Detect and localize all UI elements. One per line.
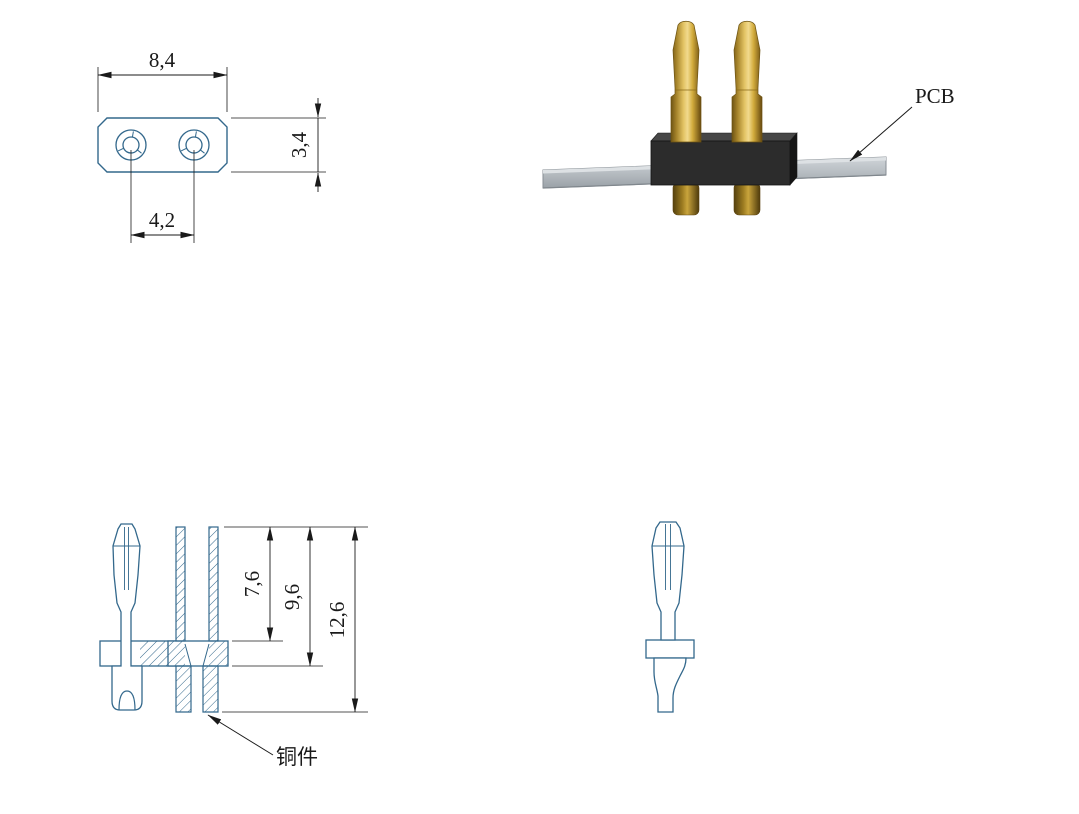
pin-slot-lines [665,524,671,590]
pogo-pin-left [670,20,702,143]
pin-tail-right [733,182,761,216]
copper-callout: 铜件 [207,714,318,769]
barrel-wall-right [208,526,219,642]
section-view: 7,6 9,6 12,6 铜件 [99,523,368,769]
pcb-label: PCB [915,84,955,108]
tail-arch [118,690,136,711]
connector-body-outline [97,117,228,173]
top-view: 8,4 3,4 4,2 [97,48,326,243]
bore-funnel-lines [184,643,210,667]
dim-total-text: 12,6 [325,602,349,639]
copper-label: 铜件 [276,745,318,769]
pogo-pin-right [731,20,763,143]
dimension-width: 8,4 [97,48,228,112]
pin-solder-tail [653,657,687,713]
plunger-pin-view [111,523,143,711]
dim-flange-text: 9,6 [280,584,304,610]
tube-wall-left [175,665,192,713]
pcb-callout: PCB [849,84,955,162]
copper-barrel-section [167,526,229,713]
dim-pitch-text: 4,2 [149,208,175,232]
pin-side-view [645,521,695,713]
pin-upper-body [651,521,685,641]
pin-flange [645,639,695,659]
dim-plunger-text: 7,6 [240,571,264,597]
collar-hatch-left [168,641,185,666]
section-dimensions: 7,6 9,6 12,6 [222,526,368,713]
plunger-slot-lines [124,527,129,590]
assembly-3d-view: PCB [542,20,955,216]
dimension-pitch: 4,2 [130,150,195,243]
dim-width-text: 8,4 [149,48,176,72]
pin-tail-left [672,182,700,216]
dim-height-text: 3,4 [287,131,311,158]
tube-wall-right [202,665,219,713]
barrel-wall-left [175,526,186,642]
dimension-height: 3,4 [231,98,326,192]
collar-hatch-right [209,641,228,666]
